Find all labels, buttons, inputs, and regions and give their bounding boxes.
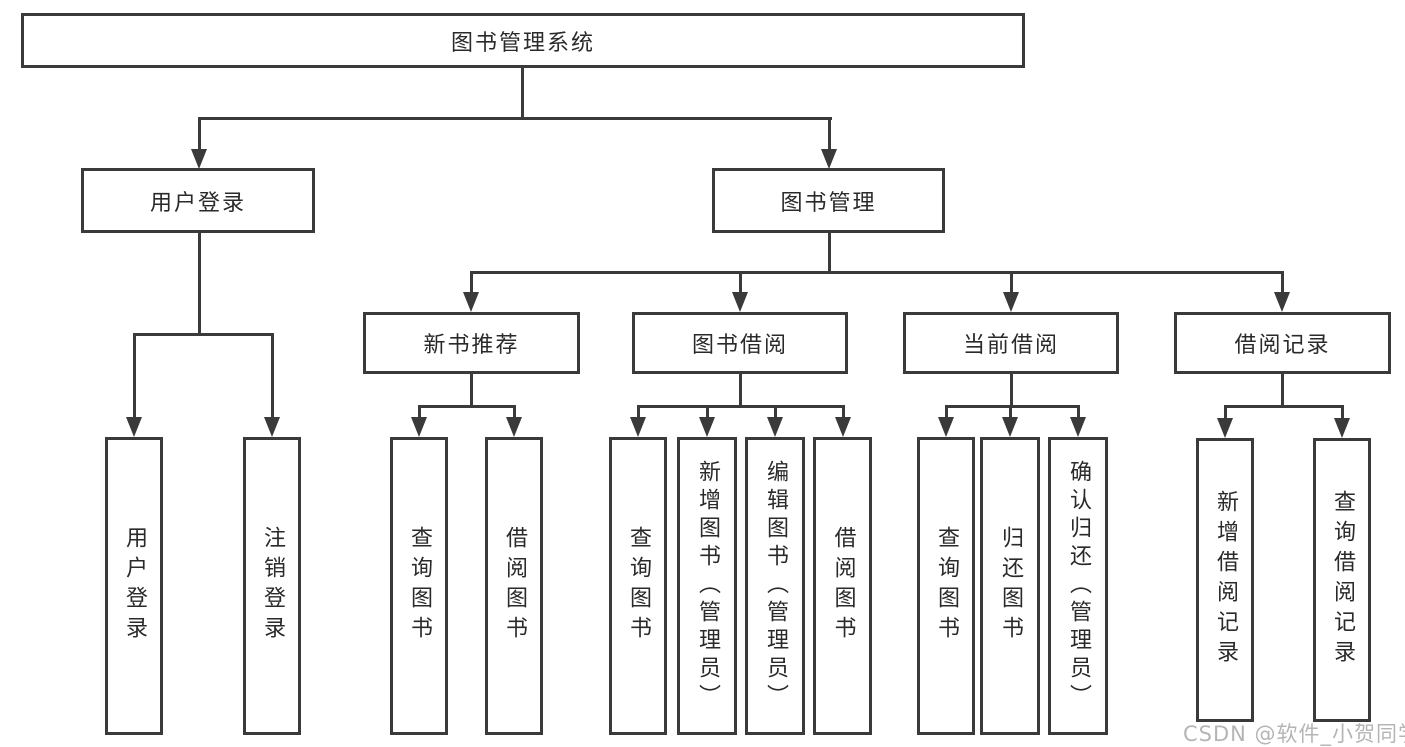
leaf-borrow-books-1: 借阅图书 <box>485 437 543 735</box>
connector-records-stem <box>1281 374 1284 407</box>
leaf-user-login: 用户登录 <box>105 437 163 735</box>
node-current-label: 当前借阅 <box>962 333 1059 358</box>
leaf-query-borrow-record-label: 查询借阅记录 <box>1330 490 1355 670</box>
leaf-add-borrow-record: 新增借阅记录 <box>1196 438 1254 722</box>
leaf-query-books-3-label: 查询图书 <box>934 526 959 646</box>
node-book-mgmt-label: 图书管理 <box>780 190 877 216</box>
arrow-down-icon <box>1274 292 1290 312</box>
node-records: 借阅记录 <box>1174 312 1391 374</box>
leaf-return-books: 归还图书 <box>980 437 1040 735</box>
connector-drop-current <box>1010 271 1013 295</box>
arrow-down-icon <box>1003 292 1019 312</box>
node-user-login-label: 用户登录 <box>149 190 246 216</box>
arrow-down-icon <box>1334 418 1350 438</box>
connector-root-stem <box>521 68 524 118</box>
leaf-borrow-books-2-label: 借阅图书 <box>830 526 856 646</box>
leaf-edit-books-admin: 编辑图书（管理员） <box>745 437 805 735</box>
node-borrowing: 图书借阅 <box>632 312 848 374</box>
leaf-borrow-books-2: 借阅图书 <box>813 437 872 735</box>
arrow-down-icon <box>506 417 522 437</box>
connector-book-mgmt-bar <box>470 271 1284 274</box>
leaf-add-books-admin-label: 新增图书（管理员） <box>695 460 720 712</box>
connector-drop-leaf <box>1077 405 1080 419</box>
leaf-query-books-2: 查询图书 <box>609 437 667 735</box>
connector-drop-borrowing <box>739 271 742 295</box>
leaf-add-borrow-record-label: 新增借阅记录 <box>1213 490 1238 670</box>
arrow-down-icon <box>732 292 748 312</box>
connector-drop-records <box>1281 271 1284 295</box>
arrow-down-icon <box>191 149 207 169</box>
node-book-mgmt: 图书管理 <box>712 168 945 233</box>
node-root-label: 图书管理系统 <box>450 30 595 56</box>
arrow-down-icon <box>411 417 427 437</box>
leaf-user-login-label: 用户登录 <box>122 526 147 646</box>
arrow-down-icon <box>126 417 142 437</box>
leaf-edit-books-admin-label: 编辑图书（管理员） <box>763 460 788 712</box>
connector-root-bar <box>198 117 832 120</box>
connector-drop-leaf <box>706 405 709 419</box>
arrow-down-icon <box>699 417 715 437</box>
leaf-query-borrow-record: 查询借阅记录 <box>1313 438 1371 722</box>
leaf-add-books-admin: 新增图书（管理员） <box>677 437 737 735</box>
leaf-borrow-books-1-label: 借阅图书 <box>502 526 527 646</box>
connector-new-books-stem <box>470 374 473 407</box>
leaf-confirm-return-admin: 确认归还（管理员） <box>1048 437 1108 735</box>
arrow-down-icon <box>264 417 280 437</box>
leaf-confirm-return-admin-label: 确认归还（管理员） <box>1066 460 1091 712</box>
connector-drop-leaf <box>1224 405 1227 420</box>
arrow-down-icon <box>1002 417 1018 437</box>
arrow-down-icon <box>1070 417 1086 437</box>
connector-current-stem <box>1010 374 1013 407</box>
connector-new-books-bar <box>418 405 515 408</box>
connector-drop-leaf <box>637 405 640 419</box>
node-new-books: 新书推荐 <box>363 312 580 374</box>
node-root: 图书管理系统 <box>21 13 1025 68</box>
leaf-logout-label: 注销登录 <box>260 526 285 646</box>
leaf-query-books-1-label: 查询图书 <box>407 526 432 646</box>
connector-drop-leaf <box>945 405 948 419</box>
connector-drop-leaf <box>1009 405 1012 419</box>
leaf-logout: 注销登录 <box>243 437 301 735</box>
connector-drop-new-books <box>470 271 473 295</box>
connector-drop-book-mgmt <box>828 117 831 152</box>
connector-drop-user-login <box>198 117 201 152</box>
leaf-query-books-3: 查询图书 <box>917 437 975 735</box>
node-user-login: 用户登录 <box>81 168 315 233</box>
connector-drop-leaf <box>842 405 845 419</box>
connector-borrowing-stem <box>739 374 742 407</box>
connector-book-mgmt-stem <box>828 233 831 273</box>
arrow-down-icon <box>463 292 479 312</box>
connector-user-login-bar <box>133 333 273 336</box>
connector-drop-leaf <box>271 333 274 419</box>
connector-drop-leaf <box>133 333 136 419</box>
arrow-down-icon <box>630 417 646 437</box>
arrow-down-icon <box>767 417 783 437</box>
connector-borrowing-bar <box>637 405 844 408</box>
node-current: 当前借阅 <box>903 312 1119 374</box>
arrow-down-icon <box>938 417 954 437</box>
node-records-label: 借阅记录 <box>1234 333 1331 358</box>
leaf-query-books-1: 查询图书 <box>390 437 448 735</box>
connector-drop-leaf <box>1341 405 1344 420</box>
connector-drop-leaf <box>513 405 516 419</box>
arrow-down-icon <box>821 149 837 169</box>
arrow-down-icon <box>1217 418 1233 438</box>
leaf-return-books-label: 归还图书 <box>998 526 1023 646</box>
connector-records-bar <box>1224 405 1344 408</box>
connector-drop-leaf <box>774 405 777 419</box>
leaf-query-books-2-label: 查询图书 <box>626 526 651 646</box>
connector-drop-leaf <box>418 405 421 419</box>
node-borrowing-label: 图书借阅 <box>691 333 788 358</box>
connector-user-login-stem <box>198 233 201 335</box>
csdn-watermark: CSDN @软件_小贺同学 <box>1183 722 1405 746</box>
arrow-down-icon <box>835 417 851 437</box>
node-new-books-label: 新书推荐 <box>423 333 520 358</box>
